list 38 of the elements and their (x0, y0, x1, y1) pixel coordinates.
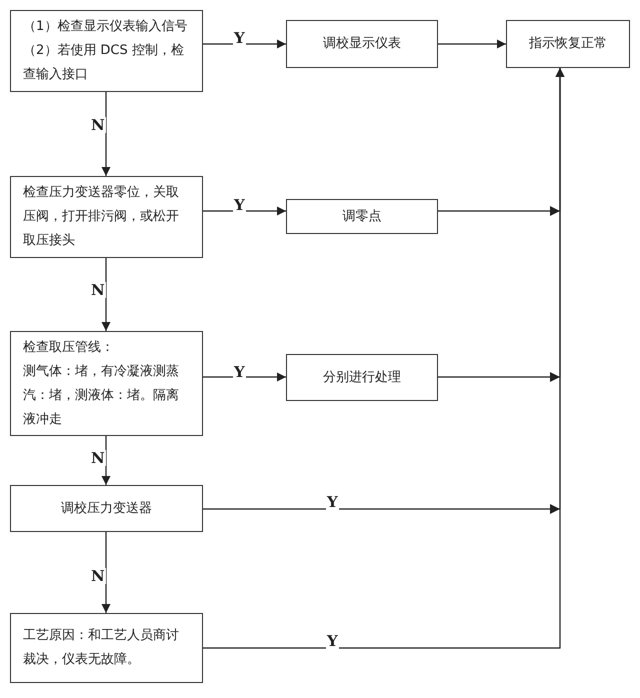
process-box (506, 20, 630, 68)
box-text: 检查取压管线： (23, 338, 115, 356)
edge-label: N (90, 568, 106, 584)
box-text: （2）若使用 DCS 控制，检查输入接口 (23, 42, 185, 84)
edge-label: Y (233, 30, 246, 46)
process-box (286, 354, 438, 401)
box-text: 指示恢复正常 (529, 35, 607, 53)
edge-label: Y (326, 494, 339, 510)
connector (102, 258, 110, 331)
box-text: （1）检查显示仪表输入信号 (23, 18, 188, 36)
edge-label: N (90, 282, 106, 298)
connector (203, 68, 564, 649)
edge-label: N (90, 450, 106, 466)
connector (438, 40, 506, 48)
connector (203, 40, 286, 48)
box-text: 调零点 (342, 208, 382, 226)
process-box (286, 20, 438, 68)
process-box (286, 199, 438, 234)
box-text: 工艺原因：和工艺人员商讨裁决，仪表无故障。 (23, 627, 180, 669)
connector (203, 206, 286, 216)
box-text: 调校显示仪表 (323, 35, 401, 53)
box-text: 测气体：堵，有冷凝液测蒸汽：堵，测液体：堵。隔离液冲走 (23, 362, 180, 428)
connector (203, 372, 286, 382)
process-box (10, 613, 203, 683)
edge-label: N (90, 117, 106, 133)
process-box (10, 485, 203, 532)
process-box (10, 10, 203, 92)
process-box (10, 331, 203, 436)
process-box (10, 176, 203, 258)
box-text: 分别进行处理 (323, 368, 401, 386)
edge-label: Y (326, 633, 339, 649)
box-text: 检查压力变送器零位，关取压阀，打开排污阀，或松开取压接头 (23, 184, 180, 250)
edge-label: Y (233, 197, 246, 213)
edge-label: Y (233, 364, 246, 380)
connector (102, 436, 110, 485)
box-text: 调校压力变送器 (61, 500, 152, 518)
connector (102, 92, 110, 176)
connector (102, 532, 110, 613)
